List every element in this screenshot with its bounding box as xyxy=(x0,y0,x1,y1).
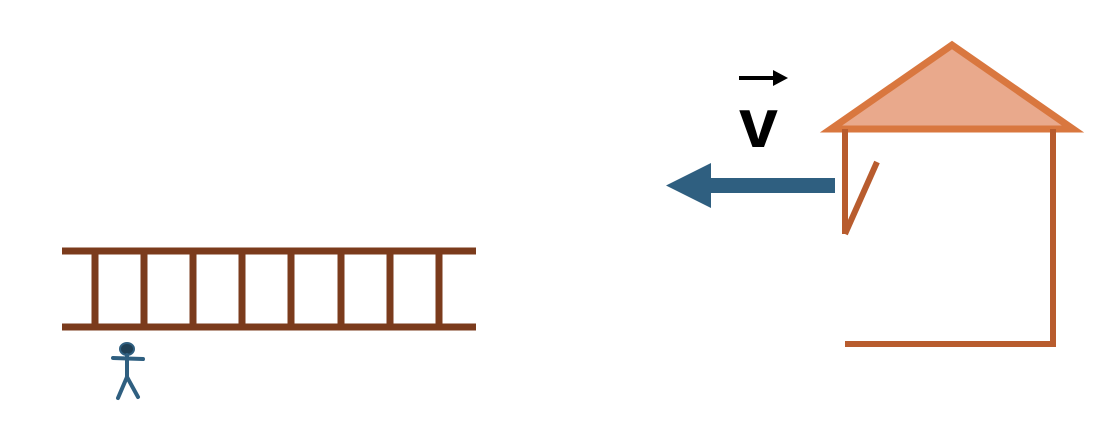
velocity-arrow-head xyxy=(666,163,711,208)
barn-icon xyxy=(819,40,1085,347)
velocity-label: v xyxy=(739,70,788,162)
stick-figure-right-leg xyxy=(125,375,140,399)
velocity-arrow-shaft xyxy=(708,178,835,193)
vector-arrow-icon xyxy=(739,70,788,86)
velocity-symbol: v xyxy=(739,84,778,162)
barn-roof xyxy=(819,40,1085,133)
stick-figure-icon xyxy=(111,342,145,400)
barn-door xyxy=(842,160,880,236)
stick-figure-arms xyxy=(111,356,145,361)
ladder-icon xyxy=(62,247,476,331)
left-arrow-icon xyxy=(666,163,835,208)
stick-figure-left-leg xyxy=(116,375,129,400)
